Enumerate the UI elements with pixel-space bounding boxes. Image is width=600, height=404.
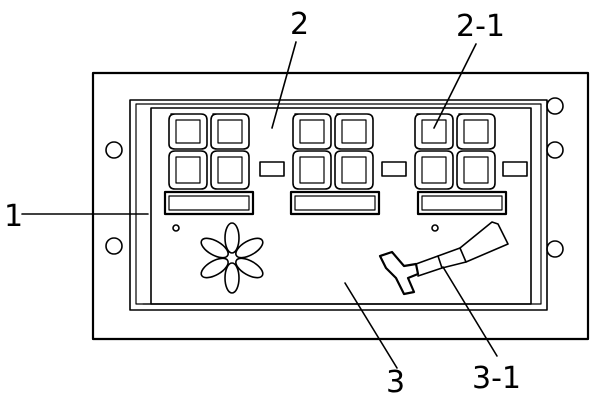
label-touch-panel: 3 [386, 365, 405, 400]
label-display-panel: 2 [290, 7, 309, 42]
mounting-holes [105, 97, 564, 258]
indicator-segment [259, 161, 285, 177]
housing-frame [91, 71, 590, 341]
brush-icon [378, 221, 509, 296]
digit-group-left [168, 113, 285, 190]
mounting-hole [546, 240, 564, 258]
leader-lines [21, 41, 498, 369]
label-housing: 1 [4, 199, 23, 234]
mounting-hole [105, 237, 123, 255]
indicator-segment [502, 161, 528, 177]
digit-group-middle [292, 113, 407, 190]
mounting-hole [546, 141, 564, 159]
digit-group-right [414, 113, 528, 190]
label-touch-key: 3-1 [472, 361, 521, 396]
indicator-dot [172, 224, 180, 232]
indicator-segment [381, 161, 407, 177]
mounting-hole [105, 141, 123, 159]
indicator-dot [431, 224, 439, 232]
mounting-hole [546, 97, 564, 115]
bar-indicators [163, 190, 508, 216]
label-digit-segment: 2-1 [456, 9, 505, 44]
fan-icon [197, 222, 267, 294]
